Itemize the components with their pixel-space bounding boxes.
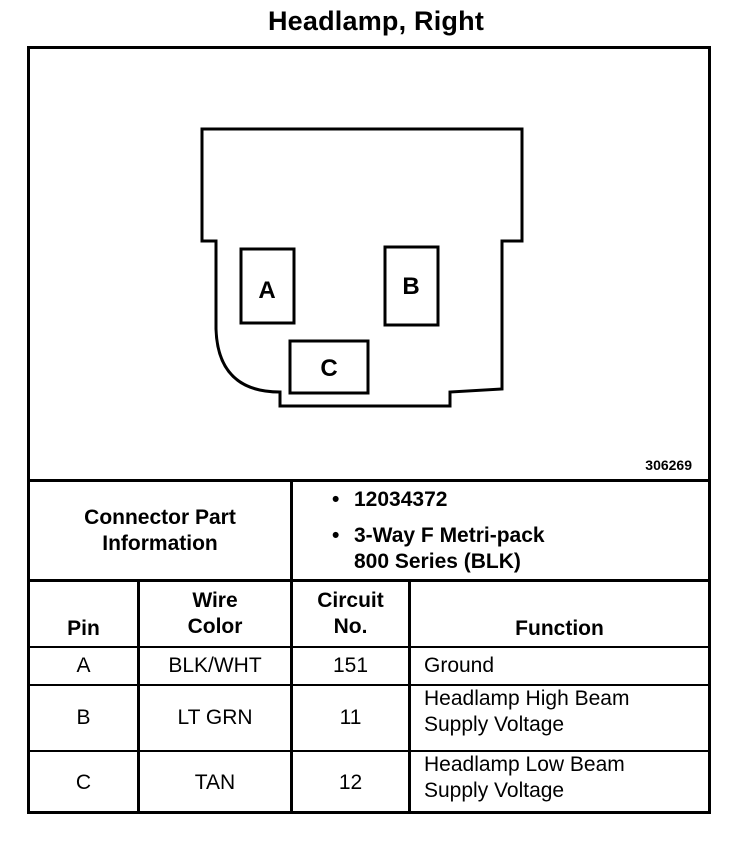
divider bbox=[408, 579, 411, 814]
table-cell-pin: C bbox=[75, 771, 92, 794]
function-line: Headlamp High Beam bbox=[424, 687, 630, 710]
divider bbox=[137, 579, 140, 814]
bullet: • bbox=[332, 524, 340, 547]
connector-part-info-label: Connector Part Information bbox=[30, 482, 290, 579]
column-header-wire-color: Wire Color bbox=[140, 582, 290, 646]
header-line: Wire bbox=[192, 589, 238, 612]
divider bbox=[30, 579, 708, 582]
divider bbox=[30, 646, 708, 648]
bullet: • bbox=[332, 488, 340, 511]
table-cell-circuit: 11 bbox=[339, 706, 362, 729]
part-description-line: 3-Way F Metri-pack bbox=[354, 524, 545, 547]
part-info-label-line: Connector Part bbox=[84, 505, 236, 529]
table-cell-wire-color: LT GRN bbox=[177, 706, 253, 729]
part-number-value: 12034372 bbox=[354, 488, 448, 511]
column-header-circuit: Circuit No. bbox=[293, 582, 408, 646]
table-cell-function: Ground bbox=[411, 648, 708, 684]
divider bbox=[30, 750, 708, 752]
part-number: • 12034372 bbox=[332, 487, 447, 513]
pin-cavity-c bbox=[288, 339, 370, 395]
pin-label-a: A bbox=[258, 277, 275, 304]
table-cell-function: Headlamp High Beam Supply Voltage bbox=[411, 686, 708, 750]
divider bbox=[290, 479, 293, 814]
part-description-line: 800 Series (BLK) bbox=[354, 550, 521, 573]
pin-label-b: B bbox=[402, 273, 419, 300]
table-cell-function: Headlamp Low Beam Supply Voltage bbox=[411, 752, 708, 814]
table-cell-circuit: 151 bbox=[332, 654, 369, 677]
connector-outline: A B C bbox=[200, 127, 524, 408]
column-header-pin: Pin bbox=[67, 617, 100, 640]
page-title: Headlamp, Right bbox=[267, 6, 485, 36]
figure-number: 306269 bbox=[645, 457, 692, 473]
function-line: Headlamp Low Beam bbox=[424, 753, 625, 776]
connector-diagram: A B C 306269 bbox=[30, 49, 708, 479]
part-description: • 3-Way F Metri-pack 800 Series (BLK) bbox=[332, 523, 545, 575]
table-cell-wire-color: TAN bbox=[194, 771, 236, 794]
pin-cavity-b bbox=[383, 245, 440, 327]
function-line: Ground bbox=[424, 654, 495, 677]
header-line: Circuit bbox=[317, 589, 384, 612]
function-line: Supply Voltage bbox=[424, 713, 565, 736]
column-header-function: Function bbox=[515, 617, 604, 640]
divider bbox=[30, 479, 708, 482]
connector-housing bbox=[200, 127, 524, 408]
table-cell-wire-color: BLK/WHT bbox=[168, 654, 262, 677]
pin-label-c: C bbox=[320, 355, 337, 382]
divider bbox=[30, 684, 708, 686]
table-cell-pin: A bbox=[76, 654, 91, 677]
table-cell-pin: B bbox=[76, 706, 91, 729]
header-line: No. bbox=[333, 615, 368, 638]
function-line: Supply Voltage bbox=[424, 779, 565, 802]
part-info-label-line: Information bbox=[102, 531, 218, 555]
pin-cavity-a bbox=[239, 247, 296, 325]
table-cell-circuit: 12 bbox=[338, 771, 363, 794]
connector-sheet: A B C 306269 Connector Part Information … bbox=[27, 46, 711, 814]
header-line: Color bbox=[187, 615, 243, 638]
